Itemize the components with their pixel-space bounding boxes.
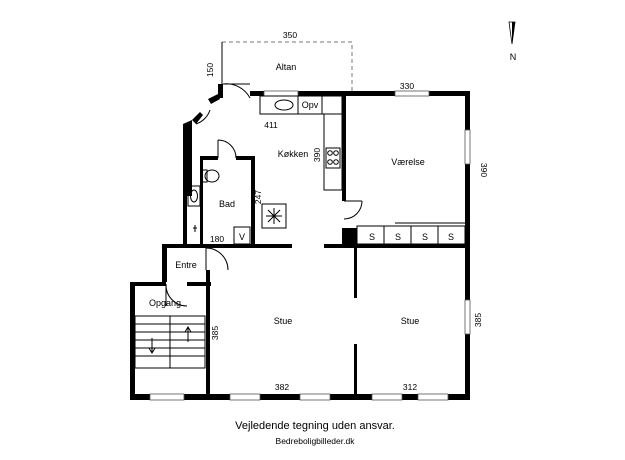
wall-stue-divider-b [354, 344, 357, 396]
wall-left-bath [183, 196, 187, 246]
room-label-bad: Bad [219, 199, 235, 209]
door-entre [205, 247, 229, 271]
wall-bath-top-a [200, 156, 218, 160]
dim-bath-height: 247 [253, 190, 263, 204]
door-bath [217, 139, 237, 159]
ventilation-icon [266, 208, 282, 224]
door-balcony [222, 83, 251, 99]
wall-balcony-left [218, 84, 223, 98]
dim-altan-depth: 150 [205, 63, 215, 77]
wall-kitchen-stue [324, 244, 470, 248]
wall-diagonal-2 [192, 112, 203, 124]
door-stair [165, 283, 188, 307]
wall-left-bath-thick [183, 120, 192, 196]
footer-disclaimer: Vejledende tegning uden ansvar. [235, 420, 395, 432]
door-diagonal [195, 109, 211, 125]
wall-vaerelse-corner [342, 228, 357, 246]
room-label-altan: Altan [276, 62, 297, 72]
dim-stue-right-depth: 385 [473, 313, 483, 327]
wall-bath-top-b [236, 156, 254, 160]
wall-stair-stue [206, 270, 210, 398]
burner-icon [333, 159, 339, 165]
window-right-1 [464, 129, 471, 165]
wall-stair-top-a [130, 282, 166, 286]
toilet-icon [204, 169, 220, 183]
wall-bath-bottom [188, 244, 292, 248]
dim-vaerelse-depth: 390 [479, 163, 489, 177]
compass-needle-dark-icon [512, 22, 515, 44]
kitchen-counter-side [323, 113, 343, 191]
footer-source: Bedreboligbilleder.dk [276, 436, 356, 446]
window-stue-4 [417, 393, 449, 401]
washer-label: V [239, 232, 245, 242]
shower-tap-icon [193, 225, 197, 232]
wall-bath-right [251, 156, 255, 248]
room-label-opgang: Opgang [149, 298, 181, 308]
kitchen-counter-top [259, 95, 343, 115]
wall-entre-top [162, 244, 188, 248]
wardrobe-label-3: S [422, 232, 428, 242]
wall-stue-divider-a [354, 248, 357, 298]
wall-diagonal-1 [208, 94, 220, 104]
room-label-stue-left: Stue [274, 316, 293, 326]
window-vaerelse [394, 90, 430, 97]
compass-north-label: N [510, 52, 517, 62]
sink-icon [274, 99, 294, 111]
window-right-2 [464, 299, 471, 335]
washer-box [233, 226, 251, 245]
dim-bath-width: 180 [210, 234, 224, 244]
wall-bath-left [200, 156, 203, 244]
dim-stue-left-width: 382 [275, 382, 289, 392]
wall-stair-top-b [187, 282, 211, 286]
burner-icon [333, 150, 339, 156]
balcony-outline [222, 41, 353, 94]
stair-arrow-up-icon [184, 326, 192, 342]
burner-icon [327, 150, 333, 156]
dim-kitchen-depth: 390 [312, 148, 322, 162]
wardrobe-label-1: S [369, 232, 375, 242]
room-label-opv: Opv [302, 100, 319, 110]
room-label-entre: Entre [175, 260, 197, 270]
wall-stair-left [130, 282, 135, 400]
dim-altan-width: 350 [283, 30, 297, 40]
wall-entre-left [162, 244, 167, 282]
stair-arrow-down-icon [148, 338, 156, 354]
wall-vaerelse-left [342, 91, 346, 201]
ventilation-box [261, 203, 287, 229]
window-stue-3 [371, 393, 403, 401]
bath-sink-bowl-icon [190, 189, 198, 203]
dim-kitchen-width: 411 [264, 120, 278, 130]
dim-stue-right-width: 312 [403, 382, 417, 392]
room-label-vaerelse: Værelse [391, 157, 425, 167]
room-label-kokken: Køkken [278, 149, 309, 159]
door-vaerelse [343, 200, 363, 220]
window-stue-2 [299, 393, 331, 401]
wardrobe-label-2: S [395, 232, 401, 242]
stove [325, 147, 341, 169]
room-label-stue-right: Stue [401, 316, 420, 326]
window-stue-1 [229, 393, 261, 401]
wardrobe-label-4: S [448, 232, 454, 242]
window-kitchen [263, 90, 299, 97]
dim-vaerelse-width: 330 [400, 81, 414, 91]
toilet-tank [200, 169, 208, 183]
burner-icon [327, 159, 333, 165]
dim-stue-left-depth: 385 [210, 326, 220, 340]
bath-sink [187, 185, 201, 207]
window-stair [149, 393, 185, 401]
staircase [134, 315, 206, 369]
